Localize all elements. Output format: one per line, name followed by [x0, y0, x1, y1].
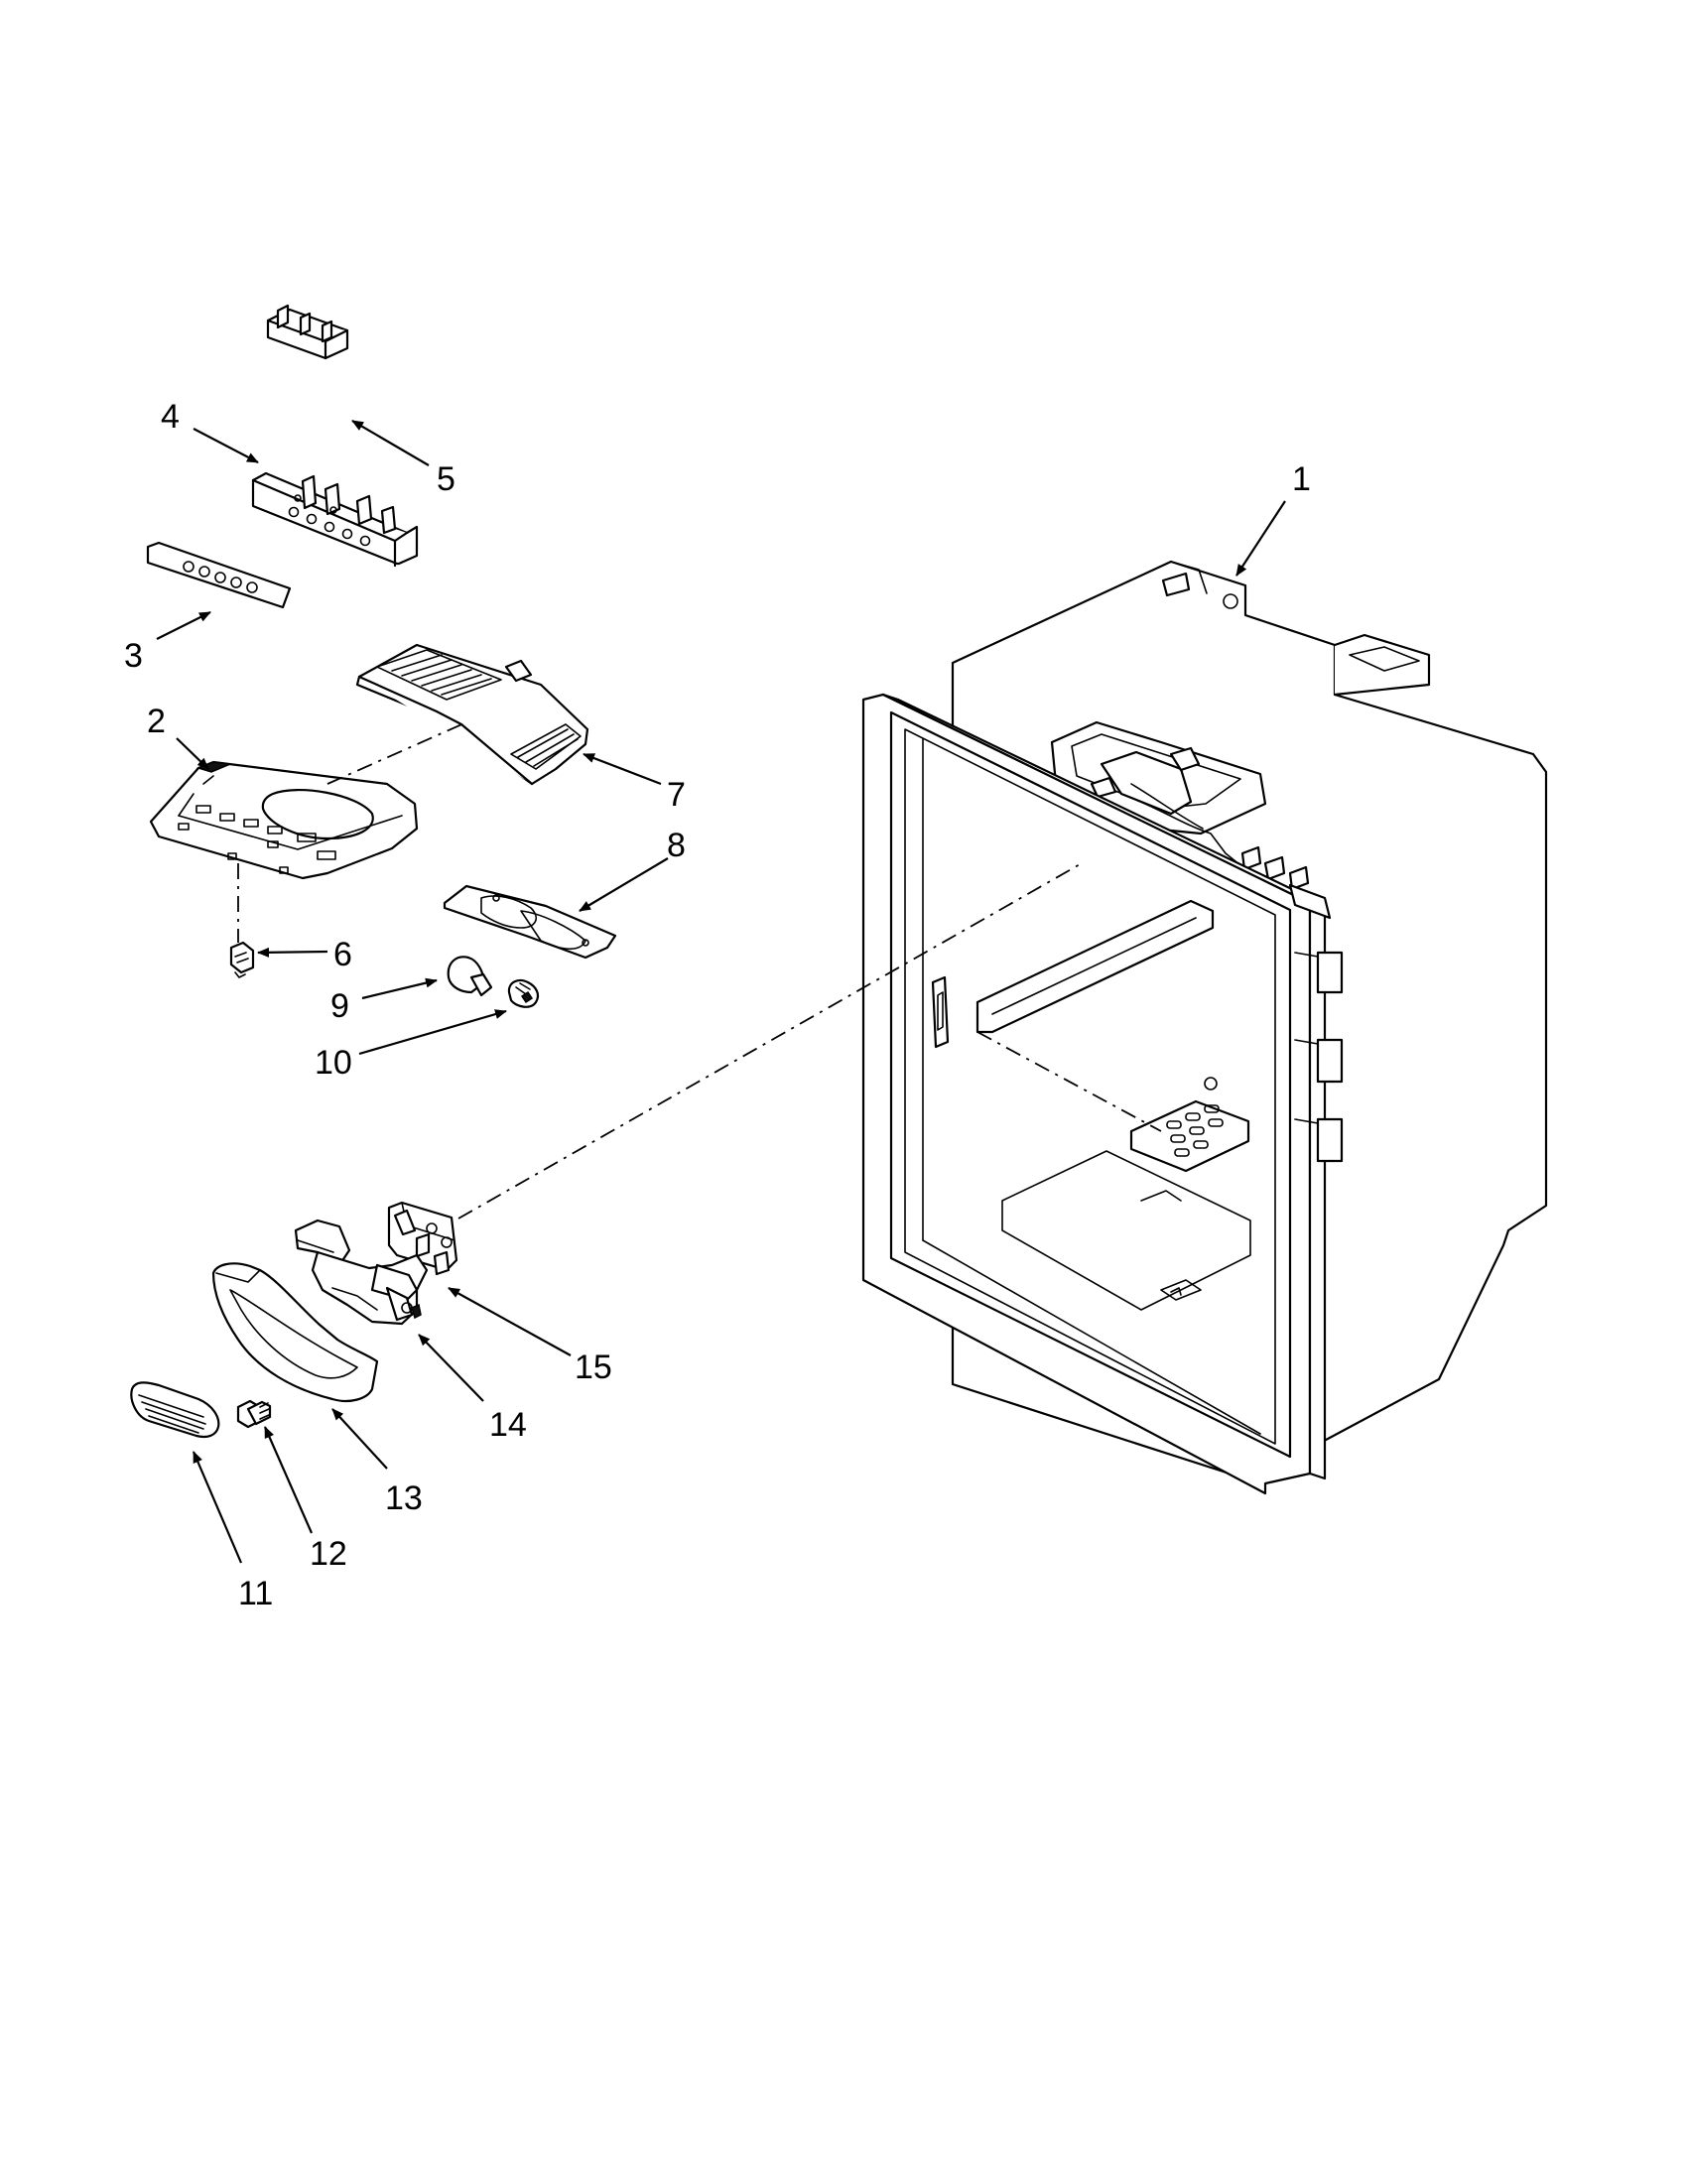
callout-3: 3 — [124, 637, 143, 675]
leader-8 — [579, 857, 669, 912]
callout-2: 2 — [147, 703, 166, 740]
leader-4 — [193, 428, 259, 463]
callout-15: 15 — [575, 1349, 612, 1386]
callout-9: 9 — [330, 987, 349, 1025]
leader-5 — [351, 420, 430, 466]
vent-slots — [1166, 1104, 1224, 1157]
leader-13 — [331, 1408, 388, 1470]
leader-14 — [418, 1334, 484, 1402]
part-9-bulb — [447, 956, 493, 997]
callout-10: 10 — [315, 1044, 352, 1082]
part-5-bracket — [266, 304, 349, 360]
leader-15 — [448, 1287, 572, 1356]
dashline-rail-to-vent — [976, 1031, 1162, 1132]
dashline-15-to-1 — [457, 862, 1083, 1220]
callout-5: 5 — [437, 460, 455, 498]
part-11-grille — [130, 1381, 220, 1439]
leader-6 — [257, 947, 328, 958]
leader-9 — [361, 977, 438, 1000]
part-12-screw — [236, 1399, 272, 1429]
part-7-vent-cover — [355, 643, 589, 786]
leader-12 — [263, 1426, 314, 1534]
part-1-cabinet-liner — [861, 560, 1548, 1495]
assembly-lines — [237, 721, 1162, 1220]
callout-13: 13 — [385, 1479, 423, 1517]
callout-1: 1 — [1292, 460, 1311, 498]
callout-4: 4 — [161, 398, 180, 436]
part-3-overlay — [146, 541, 292, 609]
callout-8: 8 — [667, 827, 686, 864]
leader-lines — [156, 420, 1286, 1564]
callout-7: 7 — [667, 776, 686, 814]
part-13-handle-trim — [211, 1262, 379, 1403]
part-10-socket — [507, 978, 540, 1008]
part-2-light-housing — [149, 760, 419, 880]
leader-3 — [156, 611, 211, 640]
callout-12: 12 — [310, 1535, 347, 1573]
callout-6: 6 — [333, 936, 352, 973]
callout-labels: 1 2 3 4 5 6 7 8 9 10 11 12 13 14 15 — [124, 398, 1311, 1612]
leader-2 — [176, 737, 209, 770]
leader-10 — [358, 1009, 507, 1056]
leader-7 — [583, 752, 662, 786]
part-6-switch — [229, 941, 255, 978]
part-14-dispenser-housing — [294, 1219, 429, 1326]
callout-11: 11 — [238, 1575, 273, 1612]
leader-11 — [192, 1451, 243, 1564]
part-8-lamp-cover — [443, 884, 617, 960]
callout-14: 14 — [489, 1406, 527, 1444]
part-15-valve-assembly — [387, 1201, 458, 1276]
dashline-2-to-7 — [326, 721, 467, 785]
leader-1 — [1235, 500, 1286, 577]
part-4-control-housing — [251, 471, 419, 568]
